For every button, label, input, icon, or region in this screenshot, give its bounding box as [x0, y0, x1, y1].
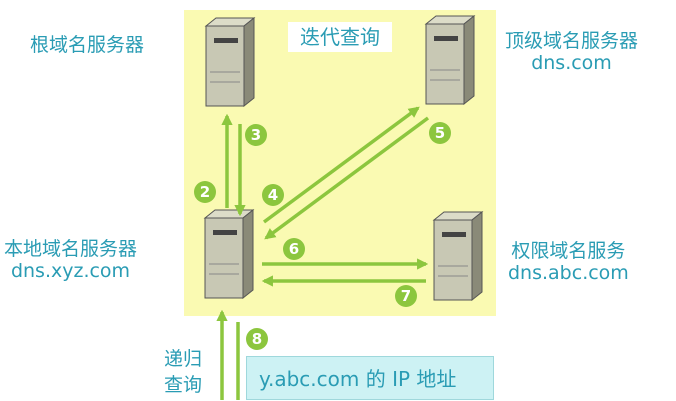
- recursive-label-line2: 查询: [164, 374, 203, 396]
- root-server-label: 根域名服务器: [30, 34, 144, 56]
- step-badge-8: 8: [246, 328, 268, 350]
- arrow-step-4: [262, 106, 420, 224]
- step-badge-2: 2: [194, 181, 216, 203]
- auth-server-icon: [432, 210, 484, 302]
- step-badge-4: 4: [262, 184, 284, 206]
- recursive-label-line1: 递归: [164, 348, 203, 370]
- step-badge-5: 5: [429, 122, 451, 144]
- step-badge-6: 6: [283, 238, 305, 260]
- root-server-name: 根域名服务器: [30, 34, 145, 56]
- local-server-label: 本地域名服务器 dns.xyz.com: [4, 238, 137, 282]
- auth-server-label: 权限域名服务 dns.abc.com: [508, 240, 629, 284]
- diagram-title: 迭代查询: [288, 22, 392, 52]
- auth-server-name: 权限域名服务: [511, 240, 626, 262]
- step-badge-3: 3: [245, 124, 267, 146]
- local-server-icon: [203, 208, 255, 300]
- auth-server-domain: dns.abc.com: [508, 262, 629, 284]
- local-server-domain: dns.xyz.com: [10, 260, 131, 282]
- tld-server-domain: dns.com: [531, 52, 612, 74]
- tld-server-name: 顶级域名服务器: [505, 30, 639, 52]
- tld-server-icon: [424, 14, 476, 106]
- result-ip-address-box: y.abc.com 的 IP 地址: [246, 356, 494, 400]
- arrow-step-5: [264, 116, 430, 240]
- root-server-icon: [204, 16, 256, 108]
- recursive-query-label: 递归 查询: [164, 346, 202, 398]
- local-server-name: 本地域名服务器: [4, 238, 138, 260]
- step-badge-7: 7: [395, 285, 417, 307]
- tld-server-label: 顶级域名服务器 dns.com: [505, 30, 638, 74]
